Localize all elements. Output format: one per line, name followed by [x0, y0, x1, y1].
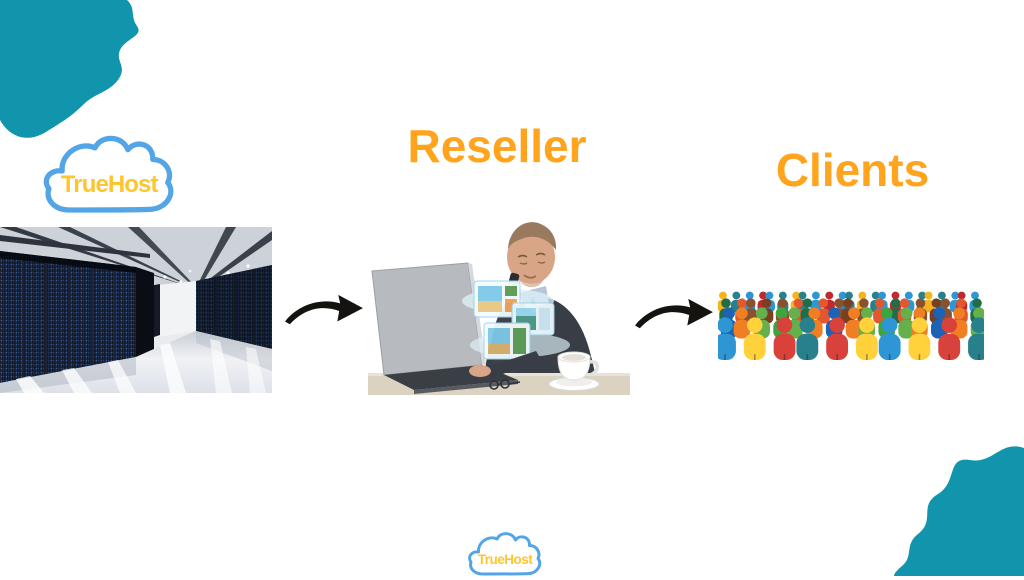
cloud-outline [43, 135, 174, 213]
teal-blob-top-left [0, 0, 145, 148]
cloud-icon: TrueHost [43, 135, 174, 213]
teal-blob-shape [0, 0, 139, 138]
cloud-outline [468, 532, 542, 576]
cloud-icon: TrueHost [468, 532, 542, 576]
crowd-illustration [718, 291, 984, 360]
man-on-phone-at-laptop-illustration [368, 222, 630, 395]
server-room-illustration [0, 227, 272, 393]
arrow-shape [285, 294, 363, 325]
curved-arrow-icon-1 [283, 292, 365, 330]
truehost-logo-footer: TrueHost [466, 528, 546, 580]
arrow-shape [635, 298, 713, 329]
reseller-image [368, 205, 630, 395]
clients-title: Clients [775, 144, 930, 196]
curved-arrow-icon-2 [633, 296, 715, 334]
brand-wordmark: TrueHost [478, 552, 534, 567]
teal-blob-bottom-right [866, 442, 1024, 576]
teal-blob-shape [894, 446, 1024, 576]
brand-wordmark: TrueHost [61, 171, 159, 198]
clients-image [718, 286, 984, 360]
reseller-title: Reseller [407, 120, 587, 172]
datacenter-image [0, 227, 272, 393]
truehost-logo: TrueHost [40, 128, 182, 221]
